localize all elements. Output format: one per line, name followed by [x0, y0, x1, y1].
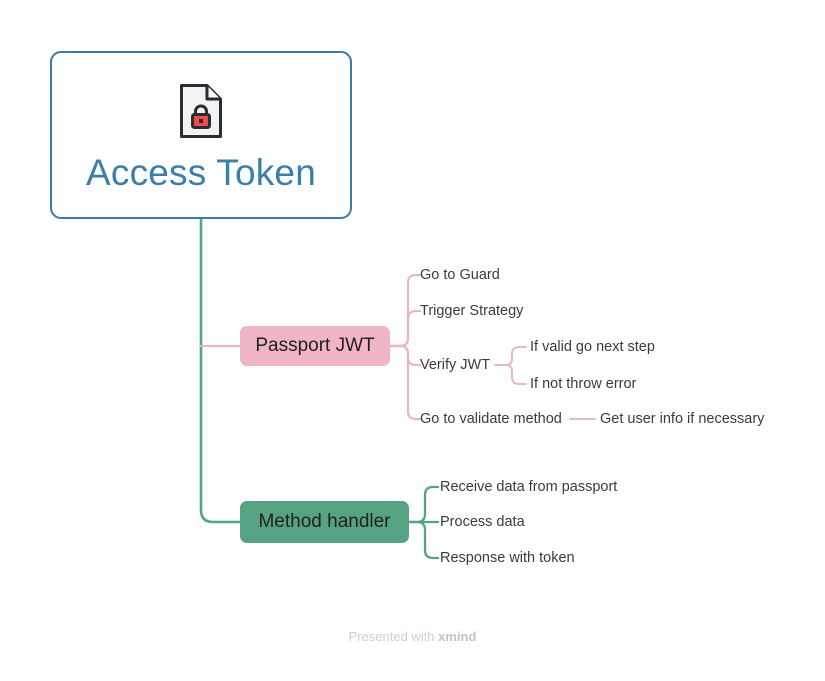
root-node-access-token[interactable]: Access Token	[50, 51, 352, 219]
root-title: Access Token	[85, 151, 316, 193]
connector-passport-trigger-strategy	[388, 309, 422, 348]
leaf-receive-data-from-passport[interactable]: Receive data from passport	[440, 480, 617, 495]
leaf-response-with-token[interactable]: Response with token	[440, 551, 575, 566]
leaf-label: If valid go next step	[530, 339, 655, 355]
footer-watermark: Presented with xmind	[0, 629, 825, 644]
leaf-label: Get user info if necessary	[600, 411, 765, 427]
connector-passport-go-to-validate-method	[388, 344, 422, 421]
leaf-label: Receive data from passport	[440, 479, 618, 495]
leaf-trigger-strategy[interactable]: Trigger Strategy	[420, 304, 523, 319]
node-passport-jwt-label: Passport JWT	[255, 335, 375, 356]
node-method-handler-label: Method handler	[258, 511, 391, 532]
leaf-process-data[interactable]: Process data	[440, 515, 525, 530]
leaf-label: Go to validate method	[420, 411, 562, 427]
xmind-brand: xmind	[438, 629, 477, 644]
connector-method-response-token	[407, 520, 440, 560]
document-lock-icon	[180, 83, 222, 138]
leaf-label: If not throw error	[530, 376, 637, 392]
node-passport-jwt[interactable]: Passport JWT	[240, 326, 390, 366]
connector-method-receive-data	[407, 485, 440, 524]
leaf-label: Process data	[440, 514, 525, 530]
leaf-label: Trigger Strategy	[420, 303, 524, 319]
trunk-line-method	[199, 217, 242, 524]
leaf-label: Response with token	[440, 550, 575, 566]
leaf-get-user-info-if-necessary[interactable]: Get user info if necessary	[600, 412, 764, 427]
connector-verify-if-valid	[493, 345, 528, 367]
leaf-label: Verify JWT	[420, 357, 491, 373]
leaf-verify-jwt[interactable]: Verify JWT	[420, 358, 490, 373]
leaf-go-to-guard[interactable]: Go to Guard	[420, 268, 500, 283]
node-method-handler[interactable]: Method handler	[240, 501, 409, 543]
leaf-go-to-validate-method[interactable]: Go to validate method	[420, 412, 562, 427]
connector-verify-if-not	[493, 363, 528, 386]
leaf-if-valid-go-next-step[interactable]: If valid go next step	[530, 340, 655, 355]
leaf-label: Go to Guard	[420, 267, 500, 283]
footer-prefix: Presented with	[348, 629, 439, 644]
connector-passport-go-to-guard	[388, 273, 422, 348]
leaf-if-not-throw-error[interactable]: If not throw error	[530, 377, 636, 392]
connector-passport-verify-jwt	[388, 344, 422, 367]
